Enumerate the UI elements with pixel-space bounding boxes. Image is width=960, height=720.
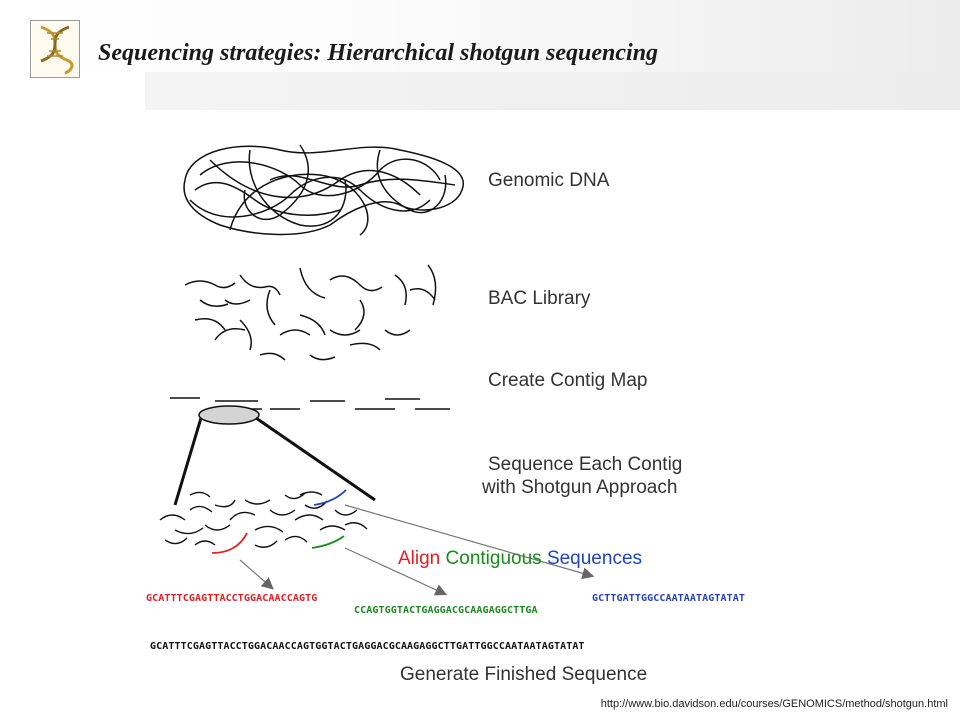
- genomic-dna-tangle: [183, 144, 465, 236]
- align-word-blue: Sequences: [546, 548, 643, 569]
- label-genomic-dna: Genomic DNA: [488, 170, 610, 191]
- sequence-red: GCATTTCGAGTTACCTGGACAACCAGTG: [146, 593, 318, 604]
- alignment-arrows: [239, 504, 595, 596]
- align-word-green: Contiguous: [445, 548, 542, 569]
- header-notch-white: [0, 72, 145, 110]
- source-url[interactable]: http://www.bio.davidson.edu/courses/GENO…: [600, 698, 948, 710]
- red-read: [211, 532, 248, 554]
- label-sequence-line2: with Shotgun Approach: [482, 477, 678, 498]
- sequence-finished: GCATTTCGAGTTACCTGGACAACCAGTGGTACTGAGGACG…: [150, 641, 585, 652]
- label-contig-map: Create Contig Map: [488, 370, 648, 391]
- label-finished: Generate Finished Sequence: [400, 664, 648, 685]
- sequence-green: CCAGTGGTACTGAGGACGCAAGAGGCTTGA: [354, 605, 538, 616]
- blue-read: [313, 489, 347, 506]
- align-caption: Align Contiguous Sequences: [398, 548, 642, 570]
- dna-helix-icon: [30, 20, 80, 78]
- contig-magnifier: [173, 405, 376, 506]
- sequence-blue: GCTTGATTGGCCAATAATAGTATAT: [592, 593, 746, 604]
- label-sequence-line1: Sequence Each Contig: [488, 454, 683, 475]
- green-read: [311, 535, 345, 549]
- header-notch: [145, 72, 960, 110]
- bac-library-fragments: [184, 264, 437, 361]
- shotgun-fragments: [159, 491, 368, 548]
- label-bac-library: BAC Library: [488, 288, 591, 309]
- align-word-red: Align: [398, 548, 441, 569]
- slide-title: Sequencing strategies: Hierarchical shot…: [98, 40, 659, 66]
